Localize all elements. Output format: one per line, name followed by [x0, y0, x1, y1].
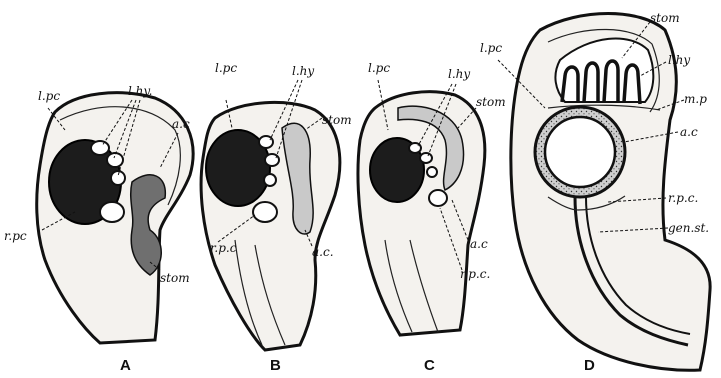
panel-d-label-stom: stom [650, 11, 680, 25]
panel-a-label-lpc: l.pc [38, 89, 60, 103]
panel-b-label-ac: a.c. [312, 245, 334, 259]
panel-a-hyoid-vesicle-3 [111, 171, 125, 185]
panel-c-label-lpc: l.pc [368, 61, 390, 75]
panel-c-hyoid-vesicle-1 [409, 143, 421, 153]
panel-d-label-lhy: l.hy [668, 53, 690, 67]
panel-a-label-stom: stom [160, 271, 190, 285]
panel-a-right-pericardial-vesicle [100, 202, 124, 222]
panel-a-hyoid-vesicle-1 [91, 141, 109, 155]
panel-b-hyoid-vesicle-2 [265, 154, 279, 166]
panel-c-hyoid-vesicle-3 [427, 167, 437, 177]
panel-c-label-rpc: r.p.c. [460, 267, 490, 281]
panel-d-label-mp: m.p [684, 92, 707, 106]
panel-d-label-lpc: l.pc [480, 41, 502, 55]
panel-d-label-rpc: r.p.c. [668, 191, 698, 205]
panel-c-hyoid-vesicle-2 [420, 153, 432, 163]
panel-b-label-lhy: l.hy [292, 64, 314, 78]
panel-a-label-ac: a.c [172, 117, 190, 131]
panel-a-label-rpc: r.pc [4, 229, 27, 243]
panel-b-hyoid-vesicle-1 [259, 136, 273, 148]
panel-d-label-genst: gen.st. [668, 221, 709, 235]
panel-d-caption: D [584, 357, 595, 374]
panel-b-label-stom: stom [322, 113, 352, 127]
panel-b-caption: B [270, 357, 281, 374]
panel-d-label-ac: a.c [680, 125, 698, 139]
panel-b-label-rpc: r.p.c [210, 241, 237, 255]
panel-a-hyoid-vesicle-2 [107, 153, 123, 167]
panel-d: stom l.pc l.hy m.p a.c r.p.c. gen.st. D [480, 11, 710, 374]
panel-c-label-ac: a.c [470, 237, 488, 251]
panel-d-pericardial-lumen [545, 117, 615, 187]
panel-a-label-lhy: l.hy. [128, 84, 152, 98]
panel-b-label-lpc: l.pc [215, 61, 237, 75]
panel-c: l.pc l.hy stom a.c r.p.c. C [358, 61, 506, 374]
panel-b-hyoid-vesicle-3 [264, 174, 276, 186]
panel-c-right-pericardial-vesicle [429, 190, 447, 206]
panel-a-caption: A [120, 357, 131, 374]
panel-a: l.pc l.hy. a.c r.pc stom A [4, 84, 193, 374]
panel-c-caption: C [424, 357, 435, 374]
panel-c-label-lhy: l.hy [448, 67, 470, 81]
panel-b: l.pc l.hy stom r.p.c a.c. B [201, 61, 352, 374]
panel-b-right-pericardial-vesicle [253, 202, 277, 222]
panel-c-label-stom: stom [476, 95, 506, 109]
panel-c-body-outline [358, 92, 485, 335]
